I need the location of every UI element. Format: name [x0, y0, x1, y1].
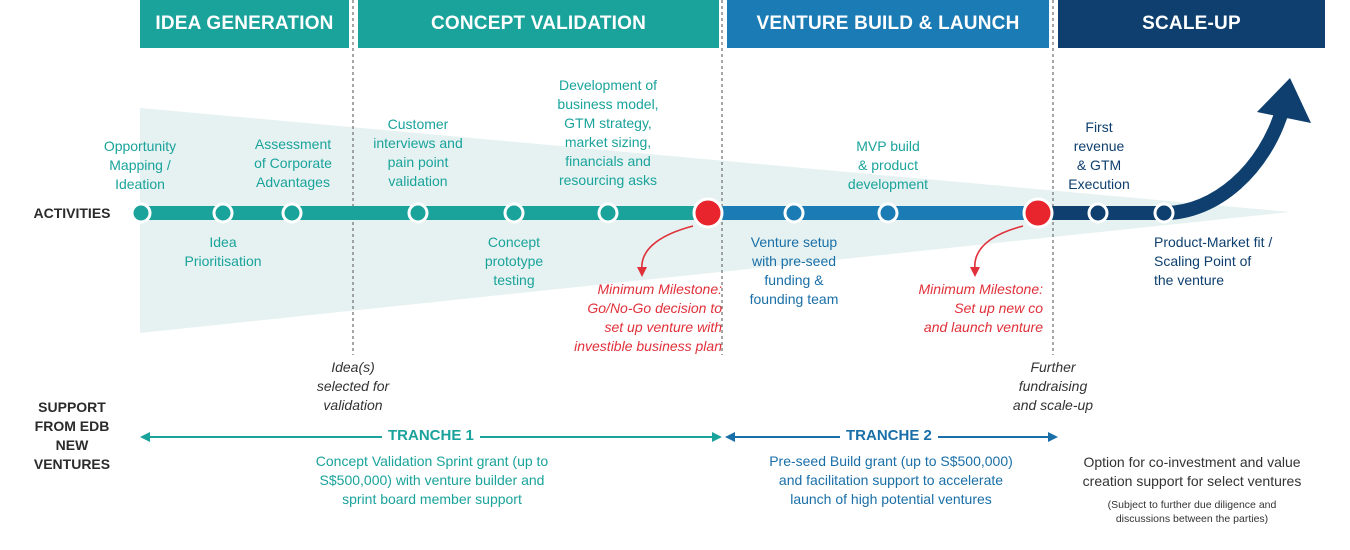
activity-product-market-fit: Product-Market fit / Scaling Point of th…	[1154, 234, 1273, 288]
milestone-node-2	[1022, 197, 1054, 229]
tranche-1-arrow-left-head	[140, 432, 150, 442]
tranche-1-arrow-right-head	[712, 432, 722, 442]
activity-first-revenue: First revenue & GTM Execution	[1068, 119, 1130, 192]
timeline-node	[877, 202, 899, 224]
activity-assessment-advantages: Assessment of Corporate Advantages	[254, 136, 332, 190]
phase-banner-concept-validation: CONCEPT VALIDATION	[358, 0, 719, 48]
milestone-set-up-new-co: Minimum Milestone: Set up new co and lau…	[918, 281, 1043, 335]
scaleup-support-description: Option for co-investment and value creat…	[1082, 454, 1302, 489]
phase-banner-scale-up: SCALE-UP	[1058, 0, 1325, 48]
tranche-2-arrow-right-head	[1048, 432, 1058, 442]
milestone-go-no-go: Minimum Milestone: Go/No-Go decision to …	[574, 281, 722, 354]
scaleup-support-note: (Subject to further due diligence and di…	[1107, 499, 1277, 525]
activity-venture-setup: Venture setup with pre-seed funding & fo…	[749, 234, 839, 307]
growth-arrow-head	[1257, 78, 1311, 123]
activity-customer-interviews: Customer interviews and pain point valid…	[373, 116, 463, 189]
activity-mvp-build: MVP build & product development	[847, 138, 929, 192]
tranche-2-arrow-left-head	[725, 432, 735, 442]
tranche-1-label: TRANCHE 1	[382, 427, 480, 444]
activity-concept-prototype: Concept prototype testing	[484, 234, 544, 288]
milestone-arrow-head-2	[970, 267, 980, 277]
phase-banner-venture-build: VENTURE BUILD & LAUNCH	[727, 0, 1049, 48]
timeline-node	[1087, 202, 1109, 224]
timeline-node	[597, 202, 619, 224]
timeline-node	[407, 202, 429, 224]
timeline-node	[212, 202, 234, 224]
phase-banner-idea-generation: IDEA GENERATION	[140, 0, 349, 48]
tranche-2-label: TRANCHE 2	[840, 427, 938, 444]
milestone-node-1	[692, 197, 724, 229]
timeline-node	[281, 202, 303, 224]
activities-label: ACTIVITIES	[33, 205, 111, 221]
timeline-node	[503, 202, 525, 224]
activity-idea-prioritisation: Idea Prioritisation	[184, 234, 262, 269]
tranche-1-description: Concept Validation Sprint grant (up to S…	[315, 453, 549, 507]
transition-idea-selected: Idea(s) selected for validation	[316, 359, 390, 413]
activity-opportunity-mapping: Opportunity Mapping / Ideation	[103, 138, 177, 192]
transition-further-fundraising: Further fundraising and scale-up	[1012, 359, 1094, 413]
support-label: SUPPORT FROM EDB NEW VENTURES	[33, 399, 111, 472]
timeline-node	[783, 202, 805, 224]
milestone-arrow-2	[974, 225, 1024, 271]
milestone-arrow-1	[641, 225, 694, 271]
timeline-node	[1153, 202, 1175, 224]
milestone-arrow-head-1	[637, 267, 647, 277]
activity-business-model: Development of business model, GTM strat…	[557, 77, 659, 188]
timeline-node	[130, 202, 152, 224]
tranche-2-description: Pre-seed Build grant (up to S$500,000) a…	[769, 453, 1013, 507]
